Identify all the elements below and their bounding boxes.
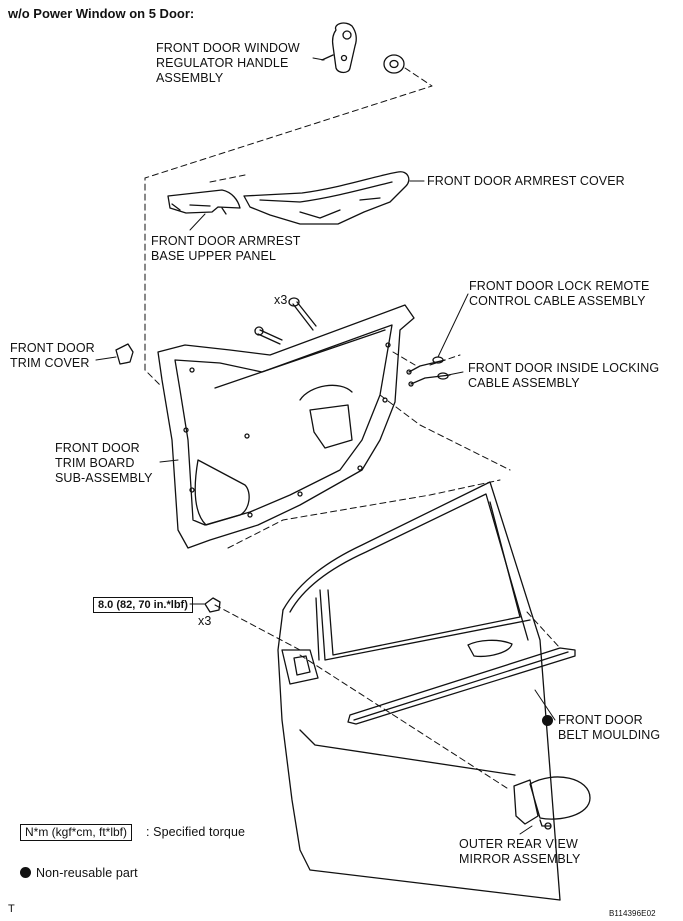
- torque-nut-part: [204, 597, 221, 613]
- leader-trim-board: [159, 459, 179, 463]
- footer-figure-id: B114396E02: [609, 909, 656, 918]
- footer-left: T: [8, 903, 15, 915]
- legend-torque-unit-box: N*m (kgf*cm, ft*lbf): [20, 824, 133, 841]
- belt-moulding-text: FRONT DOOR BELT MOULDING: [558, 713, 661, 742]
- leader-regulator-handle: [312, 57, 325, 61]
- door-panel-part: [277, 481, 561, 901]
- regulator-handle-part: [321, 22, 357, 74]
- trim-cover-part: [115, 343, 134, 365]
- legend-torque-text: : Specified torque: [146, 825, 246, 839]
- qty-screws: x3: [274, 293, 288, 307]
- diagram-title: w/o Power Window on 5 Door:: [8, 6, 195, 21]
- label-armrest-base: FRONT DOOR ARMREST BASE UPPER PANEL: [151, 234, 301, 263]
- legend-nonreusable: Non-reusable part: [20, 866, 138, 881]
- leader-belt-moulding: [534, 689, 556, 721]
- regulator-washer-part: [383, 54, 405, 74]
- label-belt-moulding: FRONT DOOR BELT MOULDING: [542, 713, 661, 743]
- leader-trim-cover: [95, 356, 117, 361]
- belt-moulding-part: [347, 647, 576, 725]
- trim-screw-part: [254, 326, 283, 345]
- trim-board-part: [157, 304, 415, 549]
- label-trim-cover: FRONT DOOR TRIM COVER: [10, 341, 95, 370]
- armrest-cover-part: [243, 171, 410, 225]
- leader-mirror: [519, 825, 533, 835]
- lock-cable-parts: [406, 356, 451, 387]
- nonreusable-dot-icon: [20, 867, 31, 878]
- assembly-guide-lines: [144, 67, 561, 791]
- label-trim-board: FRONT DOOR TRIM BOARD SUB-ASSEMBLY: [55, 441, 153, 485]
- mirror-part: [513, 776, 591, 830]
- label-armrest-cover: FRONT DOOR ARMREST COVER: [427, 174, 625, 188]
- label-mirror: OUTER REAR VIEW MIRROR ASSEMBLY: [459, 837, 581, 866]
- nonreusable-dot-icon: [542, 715, 553, 726]
- armrest-base-upper-panel-part: [167, 189, 241, 215]
- leader-inside-locking-cable: [447, 371, 464, 376]
- leader-armrest-base: [189, 213, 206, 231]
- qty-nuts: x3: [198, 614, 212, 628]
- leader-lock-remote-cable: [437, 293, 469, 358]
- legend-nonreusable-text: Non-reusable part: [36, 866, 138, 880]
- trim-screw-part: [288, 297, 317, 331]
- label-lock-remote-cable: FRONT DOOR LOCK REMOTE CONTROL CABLE ASS…: [469, 279, 650, 308]
- label-regulator-handle: FRONT DOOR WINDOW REGULATOR HANDLE ASSEM…: [156, 41, 300, 85]
- label-inside-locking-cable: FRONT DOOR INSIDE LOCKING CABLE ASSEMBLY: [468, 361, 660, 390]
- torque-value-box: 8.0 (82, 70 in.*lbf): [93, 597, 193, 613]
